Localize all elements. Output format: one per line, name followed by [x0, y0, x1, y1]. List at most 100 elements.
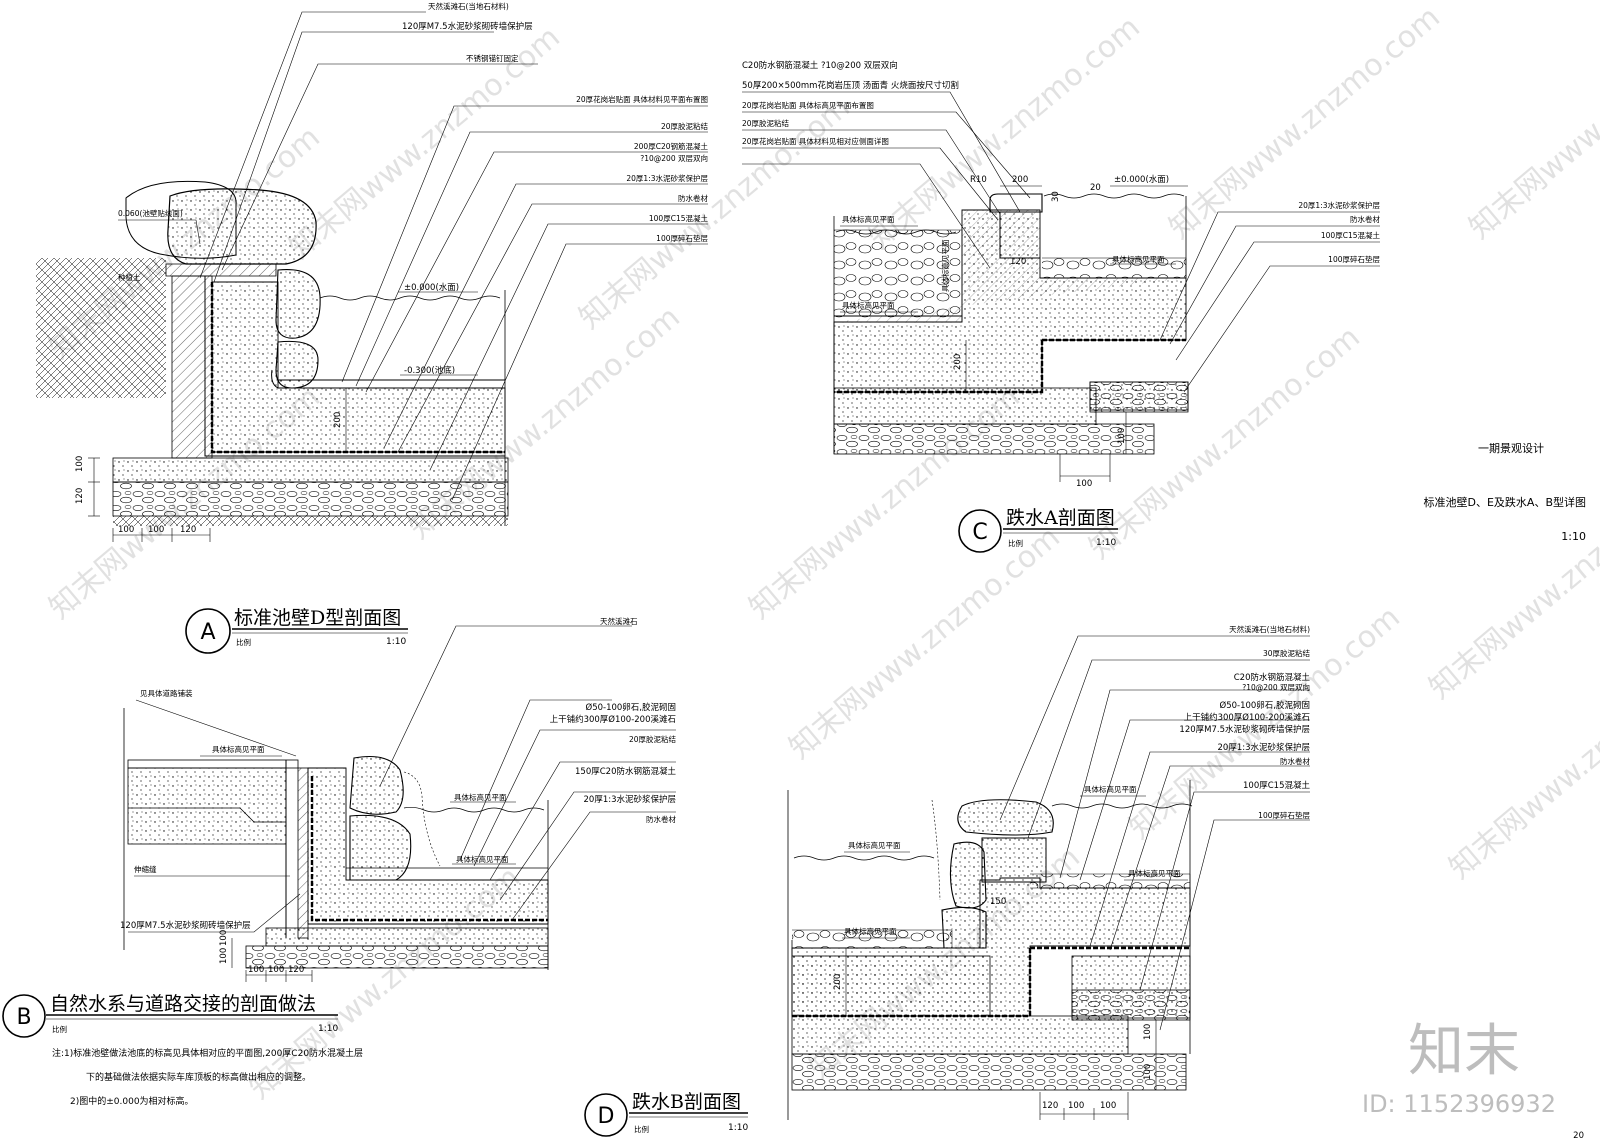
c-dim-3: 20: [1090, 183, 1101, 193]
site-watermark-1: 知末网www.znzmo.com: [283, 20, 567, 266]
c-label-11: 具体标高见平面: [1112, 254, 1165, 264]
section-d-drawing: [584, 635, 1310, 1137]
b-label-5: 20厚胶泥粘结: [629, 734, 677, 744]
section-b-drawing: [2, 625, 676, 1038]
c-scale: 1:10: [1096, 538, 1116, 548]
title-block: 一期景观设计 标准池壁D、E及跌水A、B型详图 1:10 20: [1424, 442, 1587, 1141]
a-label-2: 不锈钢锚钉固定: [466, 53, 519, 63]
a-dim-0: 100: [75, 456, 85, 472]
project-name: 一期景观设计: [1478, 442, 1544, 455]
a-label-1: 120厚M7.5水泥砂浆砌砖墙保护层: [402, 21, 533, 32]
c-dim-5: 200: [953, 354, 963, 370]
c-scale-label: 比例: [1008, 538, 1023, 548]
d-dim-6: 100: [1100, 1101, 1116, 1111]
b-scale: 1:10: [318, 1024, 338, 1034]
d-label-11: 具体标高见平面: [1084, 784, 1137, 794]
b-label-7: 20厚1:3水泥砂浆保护层: [584, 794, 677, 805]
b-bubble: B: [16, 1005, 31, 1030]
c-dim-1: R10: [970, 175, 987, 185]
c-label-0: C20防水钢筋混凝土 ?10@200 双层双向: [742, 60, 898, 71]
brand-logo: 知末: [1408, 1019, 1520, 1084]
c-label-6: 防水卷材: [1350, 214, 1380, 224]
d-label-7: 20厚1:3水泥砂浆保护层: [1218, 742, 1311, 753]
d-label-5: 上干铺约300厚Ø100-200溪滩石: [1184, 712, 1310, 723]
a-level-1: ±0.000(水面): [404, 282, 459, 293]
c-label-12: 具体标高见平面: [940, 239, 950, 292]
b-dim-4: 100: [268, 965, 284, 975]
a-dim-5: 200: [333, 412, 343, 428]
a-label-4: 20厚胶泥粘结: [661, 121, 709, 131]
b-dim-1: 100: [219, 930, 229, 946]
b-dim-2: 100: [248, 965, 264, 975]
a-label-6: ?10@200 双层双向: [640, 153, 708, 163]
section-c-text: C20防水钢筋混凝土 ?10@200 双层双向 50厚200×500mm花岗岩压…: [742, 60, 1380, 548]
sheet-scale: 1:10: [1561, 530, 1586, 543]
d-label-9: 100厚C15混凝土: [1243, 780, 1310, 791]
b-label-6: 150厚C20防水钢筋混凝土: [575, 766, 676, 777]
b-level-0: 具体标高见平面: [454, 792, 507, 802]
c-label-3: 20厚胶泥粘结: [742, 118, 790, 128]
d-title: 跌水B剖面图: [632, 1091, 741, 1113]
c-label-7: 100厚C15混凝土: [1321, 230, 1381, 240]
c-label-8: 100厚碎石垫层: [1328, 254, 1380, 264]
a-dim-4: 120: [180, 525, 196, 535]
b-label-4: 上干铺约300厚Ø100-200溪滩石: [550, 714, 676, 725]
c-dim-0: 200: [1012, 175, 1028, 185]
note-line-3: 2)图中的±0.000为相对标高。: [70, 1095, 194, 1107]
sheet-title: 标准池壁D、E及跌水A、B型详图: [1424, 495, 1587, 509]
b-label-9: 伸缩缝: [134, 864, 157, 874]
d-scale: 1:10: [728, 1123, 748, 1133]
d-label-4: Ø50-100卵石,胶泥砌固: [1220, 700, 1311, 711]
b-dim-0: 100: [219, 948, 229, 964]
a-level-0: 0.060(池壁贴线面): [118, 208, 183, 218]
c-dim-6: 100: [1117, 428, 1127, 444]
d-scale-label: 比例: [634, 1124, 649, 1134]
c-label-2: 20厚花岗岩贴面 具体标高见平面布置图: [742, 100, 874, 110]
d-label-13: 具体标高见平面: [1128, 868, 1181, 878]
a-label-7: 20厚1:3水泥砂浆保护层: [626, 173, 708, 183]
section-d-text: 天然溪滩石(当地石材料) 30厚胶泥粘结 C20防水钢筋混凝土 ?10@200 …: [598, 624, 1311, 1134]
b-dim-3: 120: [288, 965, 304, 975]
d-dim-5: 100: [1068, 1101, 1084, 1111]
b-label-3: Ø50-100卵石,胶泥砌固: [586, 702, 677, 713]
a-title: 标准池壁D型剖面图: [234, 607, 401, 629]
b-label-8: 防水卷材: [646, 814, 676, 824]
a-label-3: 20厚花岗岩贴面 具体材料见平面布置图: [576, 94, 708, 104]
a-label-9: 100厚C15混凝土: [649, 213, 709, 223]
d-dim-3: 100: [1143, 1064, 1153, 1080]
brand-id: ID: 1152396932: [1362, 1090, 1556, 1118]
note-line-1: 注:1)标准池壁做法池底的标高见具体相对应的平面图,200厚C20防水混凝土层: [52, 1047, 363, 1059]
a-dim-2: 100: [118, 525, 134, 535]
b-label-10: 120厚M7.5水泥砂浆砌砖墙保护层: [120, 920, 251, 931]
c-label-1: 50厚200×500mm花岗岩压顶 汤面青 火烧面按尺寸切割: [742, 80, 959, 91]
d-label-10: 100厚碎石垫层: [1258, 810, 1310, 820]
d-label-0: 天然溪滩石(当地石材料): [1229, 624, 1310, 634]
page-number: 20: [1573, 1131, 1584, 1141]
d-label-12: 具体标高见平面: [848, 840, 901, 850]
note-line-2: 下的基础做法依据实际车库顶板的标高做出相应的调整。: [86, 1071, 311, 1083]
a-label-10: 100厚碎石垫层: [656, 233, 708, 243]
a-scale: 1:10: [386, 637, 406, 647]
c-label-9: 具体标高见平面: [842, 214, 895, 224]
a-bubble: A: [200, 620, 215, 645]
brand-watermark: 知末 ID: 1152396932: [1362, 1019, 1556, 1118]
c-dim-4: 120: [1010, 257, 1026, 267]
c-label-4: 20厚花岗岩贴面 具体材料见相对应侧面详图: [742, 136, 889, 146]
d-label-6: 120厚M7.5水泥砂浆砌砖墙保护层: [1179, 724, 1310, 735]
general-notes: 注:1)标准池壁做法池底的标高见具体相对应的平面图,200厚C20防水混凝土层 …: [52, 1047, 363, 1107]
a-soil-label: 种植土: [118, 272, 141, 282]
a-label-8: 防水卷材: [678, 193, 708, 203]
section-a-drawing: [36, 11, 708, 654]
b-level-1: 具体标高见平面: [456, 854, 509, 864]
site-watermark-5: 知末网www.znzmo.com: [1463, 0, 1600, 246]
d-label-3: ?10@200 双层双向: [1242, 682, 1310, 692]
c-label-10: 具体标高见平面: [842, 300, 895, 310]
c-dim-2: 30: [1051, 191, 1061, 202]
a-scale-label: 比例: [236, 637, 251, 647]
b-label-2: 具体标高见平面: [212, 744, 265, 754]
b-scale-label: 比例: [52, 1024, 67, 1034]
c-bubble: C: [972, 520, 987, 545]
c-dim-7: 100: [1076, 479, 1092, 489]
section-a-text: 天然溪滩石(当地石材料) 120厚M7.5水泥砂浆砌砖墙保护层 不锈钢锚钉固定 …: [75, 1, 708, 647]
